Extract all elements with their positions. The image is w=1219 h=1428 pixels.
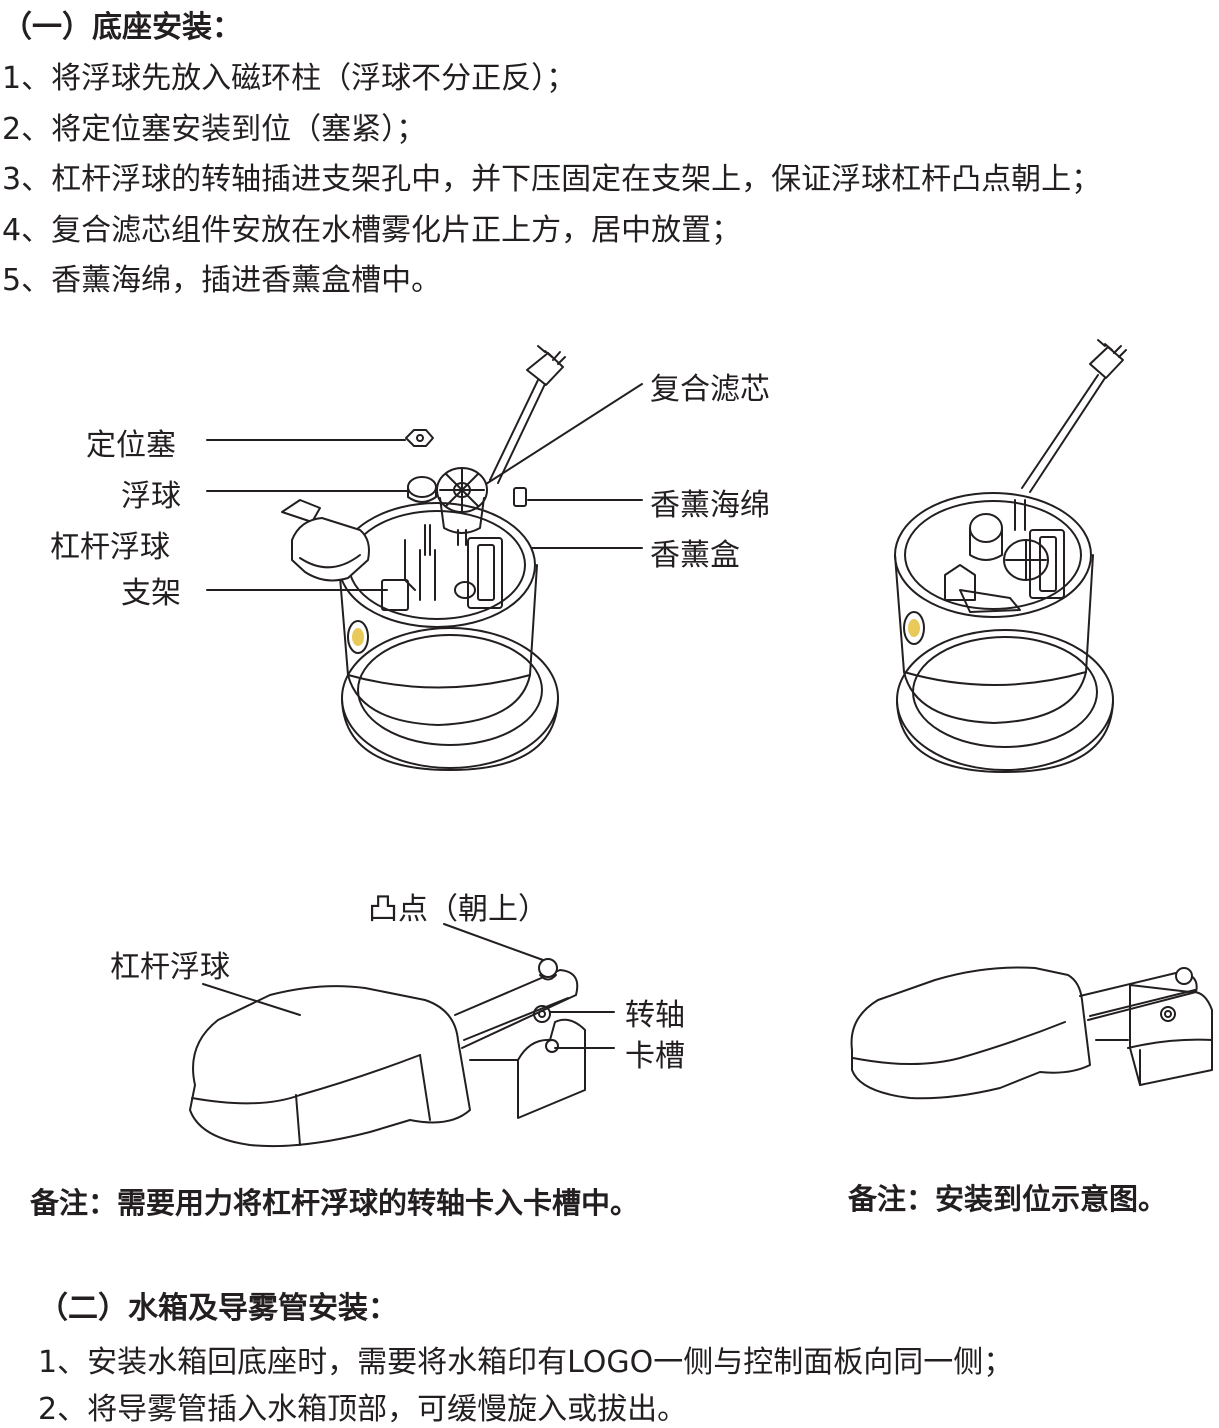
label-positioning-plug: 定位塞 <box>86 428 176 463</box>
note-right: 备注：安装到位示意图。 <box>848 1182 1168 1216</box>
section2-title: （二）水箱及导雾管安装： <box>38 1291 398 1326</box>
label-lever-float: 杠杆浮球 <box>110 950 230 985</box>
label-aroma-sponge: 香薰海绵 <box>650 488 770 523</box>
section1-step-4: 4、复合滤芯组件安放在水槽雾化片正上方，居中放置； <box>2 213 742 248</box>
label-bump-up: 凸点（朝上） <box>368 892 548 927</box>
section1-title: （一）底座安装： <box>2 10 242 45</box>
lever-float-detail-illustration <box>189 958 586 1148</box>
base-unit-assembled-illustration <box>894 339 1127 773</box>
section1-step-3: 3、杠杆浮球的转轴插进支架孔中，并下压固定在支架上，保证浮球杠杆凸点朝上； <box>2 162 1102 197</box>
section1-step-2: 2、将定位塞安装到位（塞紧）； <box>2 112 427 147</box>
section1-step-5: 5、香薰海绵，插进香薰盒槽中。 <box>2 263 442 298</box>
lever-float-assembled-illustration <box>850 966 1213 1100</box>
label-lever-float-line1: 杠杆浮球 <box>50 530 170 565</box>
section2-step-1: 1、安装水箱回底座时，需要将水箱印有LOGO一侧与控制面板向同一侧； <box>38 1345 1014 1380</box>
label-lever-float-line2: 支架 <box>121 576 181 611</box>
label-composite-filter: 复合滤芯 <box>650 372 770 407</box>
label-aroma-box: 香薰盒 <box>650 538 740 573</box>
base-unit-exploded-illustration <box>281 345 566 771</box>
base-leader-lines <box>206 383 643 591</box>
label-shaft: 转轴 <box>625 998 685 1033</box>
section2-step-2: 2、将导雾管插入水箱顶部，可缓慢旋入或拔出。 <box>38 1392 688 1427</box>
label-float-ball: 浮球 <box>121 479 181 514</box>
note-left: 备注：需要用力将杠杆浮球的转轴卡入卡槽中。 <box>30 1186 640 1220</box>
lever-leader-lines <box>202 923 615 1049</box>
section1-step-1: 1、将浮球先放入磁环柱（浮球不分正反）； <box>2 61 577 96</box>
label-slot: 卡槽 <box>625 1039 685 1074</box>
